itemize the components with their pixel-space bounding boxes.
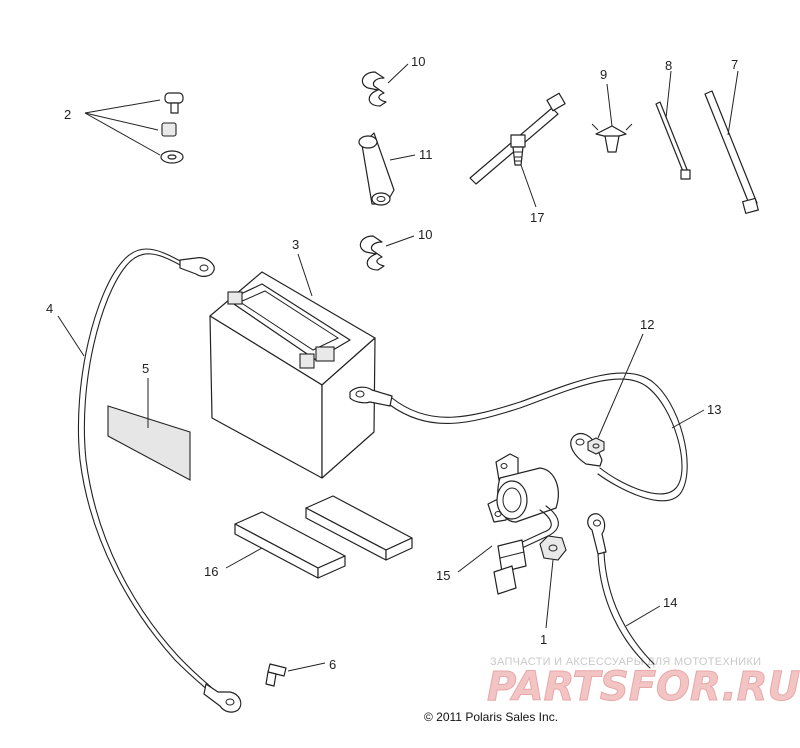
callout-11: 11	[419, 147, 433, 162]
part-15-solenoid	[487, 453, 559, 595]
leader-17	[520, 164, 537, 208]
leader-15	[457, 545, 493, 573]
part-7-large-tie	[704, 90, 759, 214]
callout-15: 15	[436, 568, 450, 583]
callout-16: 16	[204, 564, 218, 579]
callout-5: 5	[142, 361, 149, 376]
callout-10-bottom: 10	[418, 227, 432, 242]
callout-3: 3	[292, 237, 299, 252]
leader-6	[287, 662, 326, 672]
leader-7	[727, 70, 739, 136]
leader-10-bottom	[385, 235, 415, 247]
part-1-nut	[539, 535, 567, 561]
leader-13	[671, 409, 705, 429]
leader-16	[225, 547, 263, 569]
callout-10-top: 10	[411, 54, 425, 69]
leader-2	[84, 99, 161, 156]
leader-3	[297, 253, 313, 297]
leader-11	[389, 154, 416, 161]
watermark-tagline: ЗАПЧАСТИ И АКСЕССУАРЫ ДЛЯ МОТОТЕХНИКИ	[490, 656, 761, 668]
part-14-ground-cable	[587, 513, 655, 669]
part-11-bracket	[358, 132, 395, 206]
leader-10-top	[387, 63, 409, 84]
callout-14: 14	[663, 595, 677, 610]
callout-13: 13	[707, 402, 721, 417]
part-16-pads	[234, 495, 413, 579]
leader-9	[606, 83, 613, 127]
part-6-push-pin	[265, 663, 287, 687]
callout-8: 8	[665, 58, 672, 73]
part-2-hardware	[160, 92, 184, 164]
leader-8	[665, 70, 672, 119]
callout-1: 1	[540, 632, 547, 647]
leader-4	[57, 315, 85, 357]
callout-6: 6	[329, 657, 336, 672]
part-5-label	[107, 405, 191, 481]
part-10-clip-top	[361, 71, 387, 107]
part-9-push-rivet	[591, 123, 633, 153]
callout-7: 7	[731, 57, 738, 72]
leader-12	[597, 333, 644, 439]
callout-12: 12	[640, 317, 654, 332]
leader-1	[545, 559, 554, 629]
watermark-brand: PARTSFOR.RU	[487, 664, 800, 710]
leader-14	[625, 605, 661, 627]
part-13-positive-cable	[349, 372, 688, 502]
part-12-nut	[587, 437, 605, 455]
callout-2: 2	[64, 107, 71, 122]
callout-4: 4	[46, 301, 53, 316]
callout-17: 17	[530, 210, 544, 225]
part-17-cable-tie	[469, 92, 566, 185]
part-8-small-tie	[655, 101, 691, 180]
part-10-clip-bottom	[359, 235, 385, 271]
callout-9: 9	[600, 67, 607, 82]
part-4-negative-cable	[77, 248, 242, 713]
part-3-battery	[209, 271, 376, 479]
copyright-text: © 2011 Polaris Sales Inc.	[424, 710, 558, 724]
